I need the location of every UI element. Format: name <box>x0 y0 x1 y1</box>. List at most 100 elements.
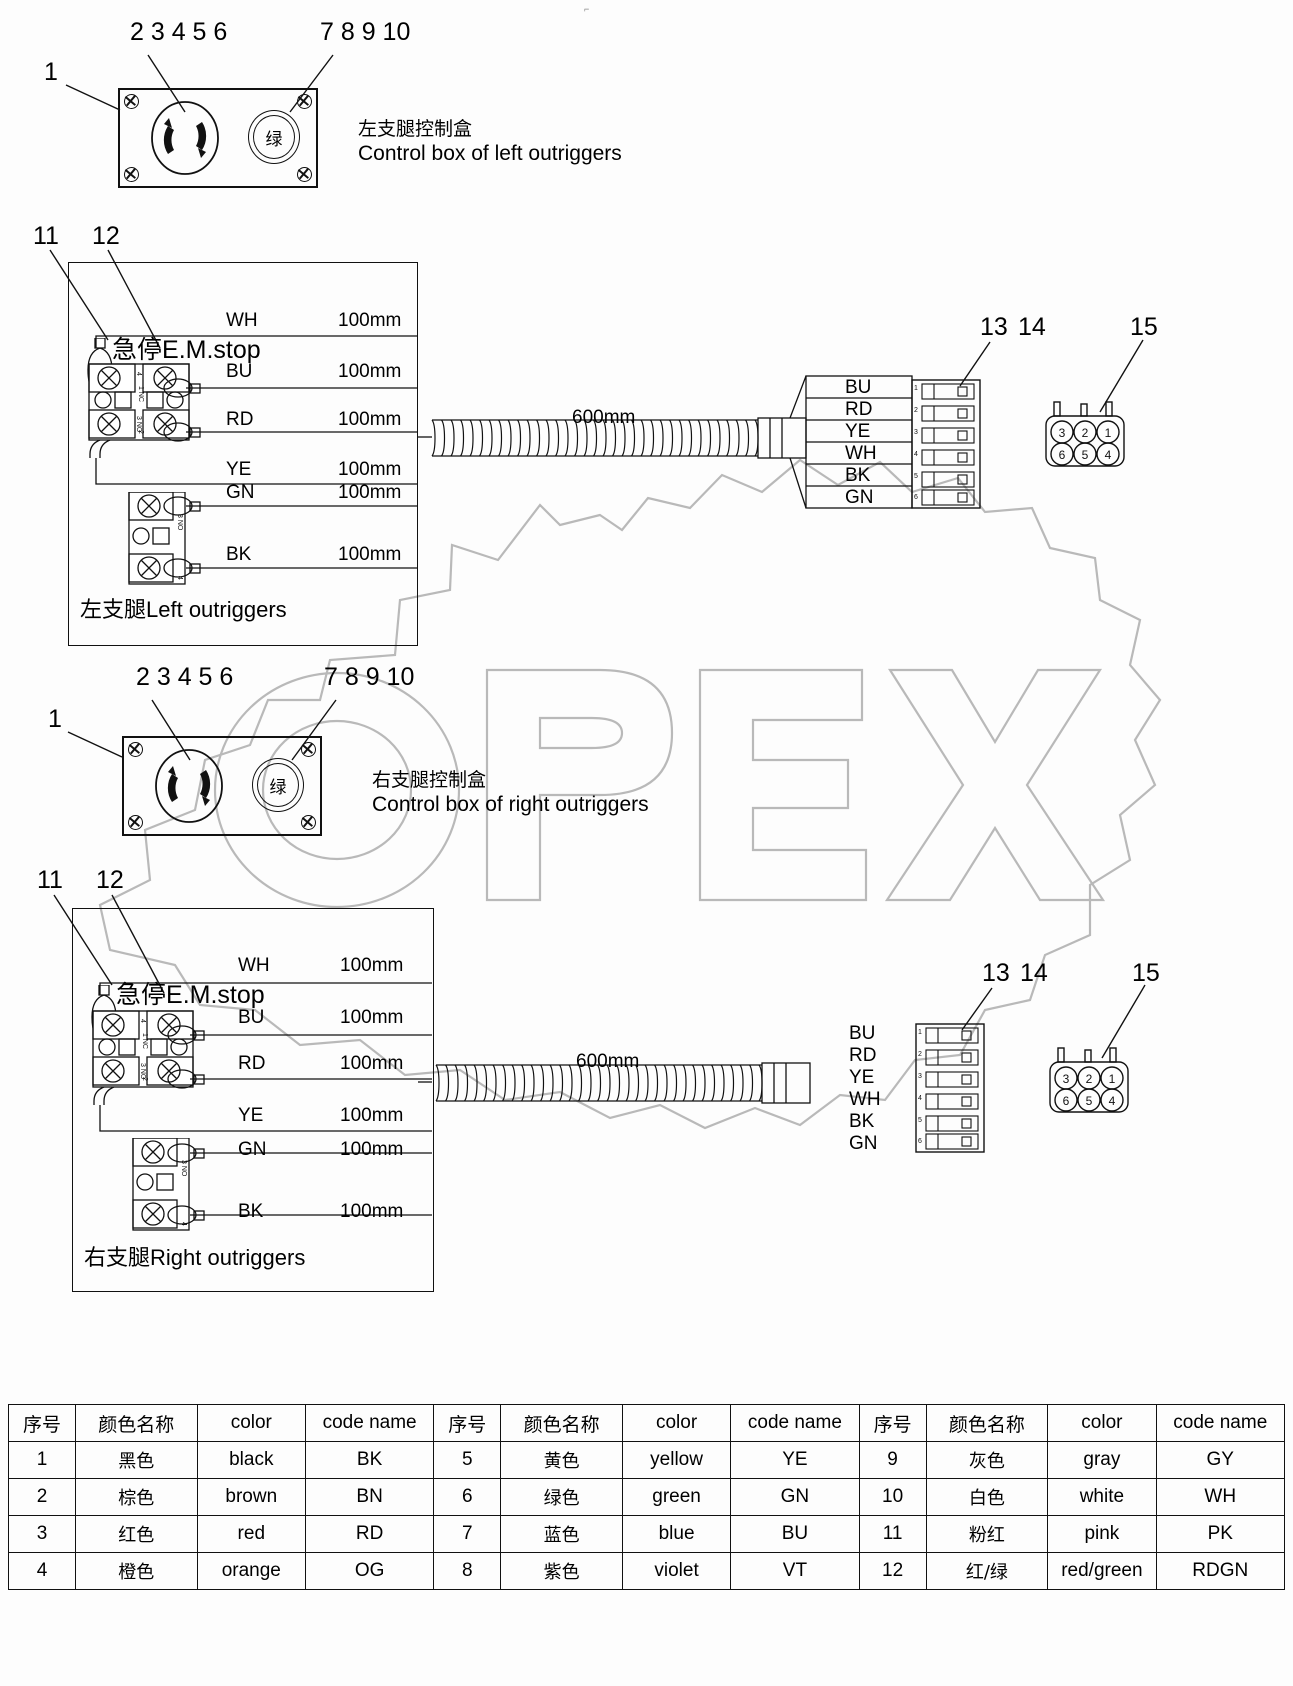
control-box-right[interactable]: 绿 <box>122 736 322 836</box>
svg-text:1 NC: 1 NC <box>141 1033 148 1049</box>
emstop-label-en-left: E.M.stop <box>162 336 261 364</box>
callouts-2-6-left: 2 3 4 5 6 <box>130 18 228 46</box>
rotary-selector-icon[interactable] <box>150 746 228 826</box>
cell: white <box>1047 1478 1157 1516</box>
callout-12-left: 12 <box>92 222 120 250</box>
cell: black <box>196 1441 306 1479</box>
cell: green <box>621 1478 732 1516</box>
harness-frame-left <box>68 262 418 646</box>
cell: 12 <box>858 1552 927 1590</box>
cell: OG <box>304 1552 435 1590</box>
cell: PK <box>1155 1515 1286 1553</box>
wire-len-left-3: 100mm <box>338 459 402 480</box>
cell: VT <box>730 1552 860 1590</box>
cell: yellow <box>621 1441 732 1479</box>
cell: violet <box>621 1552 732 1590</box>
fan-code-right-2: YE <box>849 1067 875 1088</box>
callout-1-left: 1 <box>44 58 58 86</box>
emstop-label-cn-left: 急停 <box>112 335 163 364</box>
wire-code-right-4: GN <box>238 1139 267 1160</box>
wire-code-left-2: RD <box>226 409 254 430</box>
callout-15-right: 15 <box>1132 959 1160 987</box>
terminal-block-upper-right: 1 NC 4 2 3 NO <box>91 985 194 1105</box>
svg-text:4: 4 <box>1105 448 1112 462</box>
svg-text:6: 6 <box>918 1138 922 1145</box>
table-row: 2 棕色 brown BN 6 绿色 green GN 10 白色 white … <box>8 1478 1286 1516</box>
callouts-7-10-right: 7 8 9 10 <box>324 663 415 691</box>
svg-text:2: 2 <box>1086 1072 1093 1086</box>
table-row: 1 黑色 black BK 5 黄色 yellow YE 9 灰色 gray G… <box>8 1441 1286 1479</box>
screw-icon <box>128 742 143 757</box>
svg-text:5: 5 <box>914 473 918 480</box>
th-5: 颜色名称 <box>500 1404 623 1442</box>
fan-code-left-0: BU <box>845 377 872 398</box>
cell: blue <box>621 1515 732 1553</box>
th-9: 颜色名称 <box>925 1404 1049 1442</box>
control-box-caption-en-right: Control box of right outriggers <box>372 793 649 816</box>
fan-code-right-1: RD <box>849 1045 877 1066</box>
svg-text:1: 1 <box>1105 426 1112 440</box>
svg-text:2: 2 <box>914 407 918 414</box>
cell: red/green <box>1047 1552 1157 1590</box>
wire-code-left-4: GN <box>226 482 255 503</box>
svg-text:1 NC: 1 NC <box>137 386 144 402</box>
control-box-left[interactable]: 绿 <box>118 88 318 188</box>
screw-icon <box>301 815 316 830</box>
wire-len-left-1: 100mm <box>338 361 402 382</box>
callout-12-right: 12 <box>96 866 124 894</box>
svg-text:3 NO: 3 NO <box>176 514 183 531</box>
svg-text:1: 1 <box>918 1029 922 1036</box>
cell: 灰色 <box>925 1441 1049 1479</box>
wire-code-left-5: BK <box>226 544 252 565</box>
callout-11-left: 11 <box>33 222 59 250</box>
wire-len-right-4: 100mm <box>340 1139 404 1160</box>
th-1: 颜色名称 <box>74 1404 198 1442</box>
cell: BU <box>730 1515 860 1553</box>
terminal-block-lower-left: 3 NO 4 <box>128 492 186 585</box>
callout-14-left: 14 <box>1018 313 1046 341</box>
svg-text:4: 4 <box>139 1019 146 1023</box>
th-7: code name <box>730 1404 860 1442</box>
wire-code-right-1: BU <box>238 1007 265 1028</box>
screw-icon <box>297 94 312 109</box>
callout-15-left: 15 <box>1130 313 1158 341</box>
svg-text:4: 4 <box>135 372 142 376</box>
cell: GY <box>1155 1441 1286 1479</box>
cell: RDGN <box>1155 1552 1286 1590</box>
cell: 3 <box>8 1515 76 1553</box>
wire-code-right-2: RD <box>238 1053 266 1074</box>
th-6: color <box>621 1404 732 1442</box>
harness-caption-right: 右支腿Right outriggers <box>84 1240 305 1272</box>
wire-color-code-table: 序号 颜色名称 color code name 序号 颜色名称 color co… <box>8 1404 1286 1590</box>
svg-text:3: 3 <box>1059 426 1066 440</box>
indicator-lamp-green-right[interactable]: 绿 <box>252 758 304 812</box>
cell: 绿色 <box>500 1478 623 1516</box>
cell: 9 <box>858 1441 927 1479</box>
indicator-lamp-green-left[interactable]: 绿 <box>248 110 300 164</box>
harness-caption-cn-right: 右支腿 <box>84 1246 151 1271</box>
fan-code-right-3: WH <box>849 1089 881 1110</box>
callout-1-right: 1 <box>48 705 62 733</box>
fan-code-right-4: BK <box>849 1111 875 1132</box>
cell: 4 <box>8 1552 76 1590</box>
cell: brown <box>196 1478 306 1516</box>
wire-len-left-4: 100mm <box>338 482 402 503</box>
cell: 8 <box>433 1552 502 1590</box>
table-header-row: 序号 颜色名称 color code name 序号 颜色名称 color co… <box>8 1404 1286 1442</box>
rotary-selector-icon[interactable] <box>146 98 224 178</box>
harness-caption-en-left: Left outriggers <box>146 597 287 622</box>
svg-text:4: 4 <box>914 451 918 458</box>
wire-code-right-5: BK <box>238 1201 264 1222</box>
svg-text:3: 3 <box>1063 1072 1070 1086</box>
wire-code-left-0: WH <box>226 310 258 331</box>
emstop-label-right: 急停E.M.stop <box>116 975 265 1011</box>
emstop-label-left: 急停E.M.stop <box>112 330 261 366</box>
cell: 6 <box>433 1478 502 1516</box>
svg-text:1: 1 <box>914 385 918 392</box>
th-4: 序号 <box>433 1404 502 1442</box>
lamp-label-left: 绿 <box>265 130 283 150</box>
cell: 1 <box>8 1441 76 1479</box>
th-10: color <box>1047 1404 1157 1442</box>
cell: 蓝色 <box>500 1515 623 1553</box>
